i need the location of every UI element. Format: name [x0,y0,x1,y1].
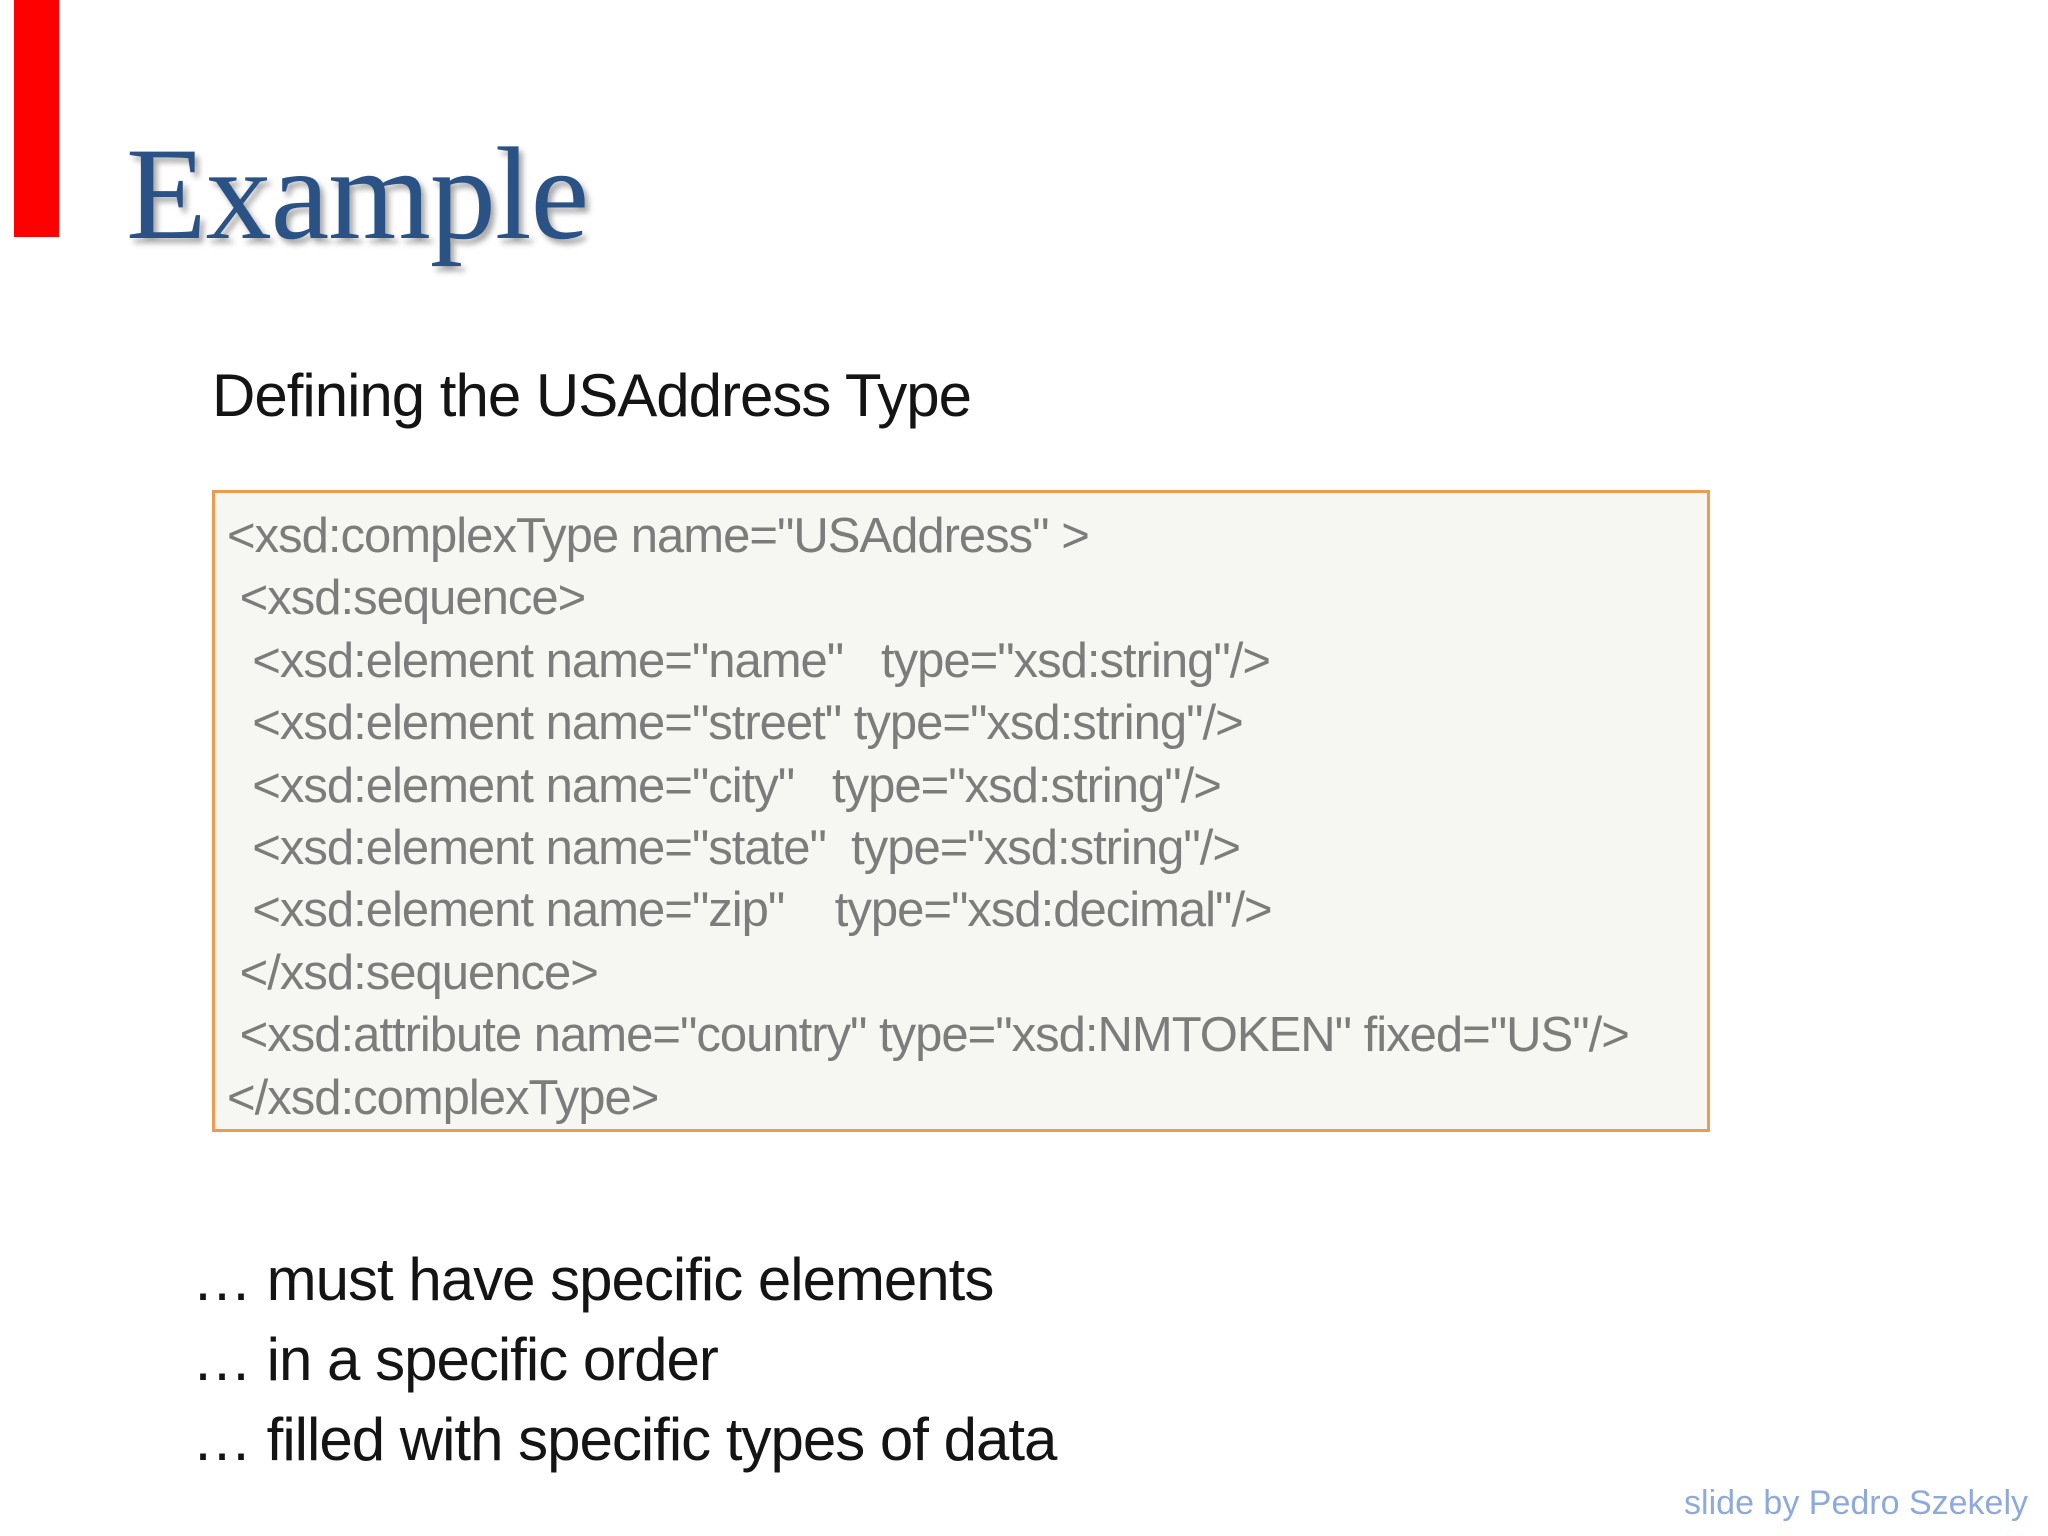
slide-subtitle: Defining the USAddress Type [212,362,972,429]
bullet-line: … in a specific order [192,1326,719,1393]
xsd-code-box: <xsd:complexType name="USAddress" > <xsd… [212,490,1710,1132]
credit-text: slide by Pedro Szekely [1684,1484,2028,1522]
red-accent-bar [14,0,59,237]
bullet-list: … must have specific elements … in a spec… [192,1240,1057,1480]
slide-title: Example [126,120,589,267]
bullet-line: … filled with specific types of data [192,1406,1057,1473]
bullet-line: … must have specific elements [192,1246,994,1313]
